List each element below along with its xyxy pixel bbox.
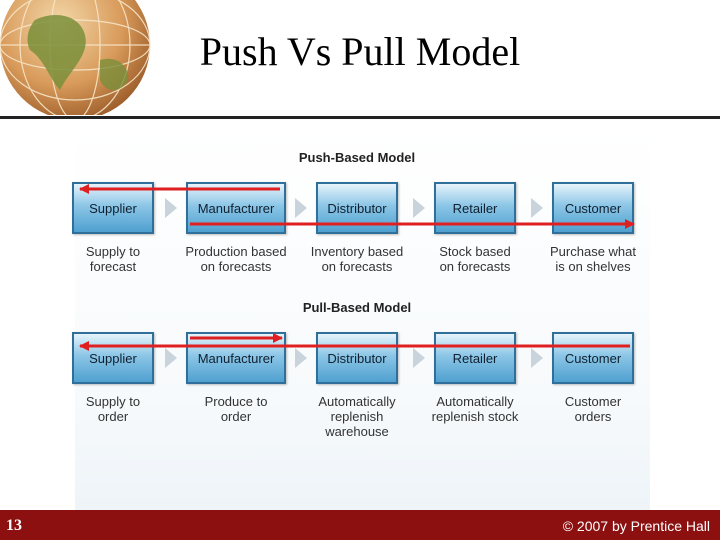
- push-stage-retailer: Retailer: [434, 182, 516, 234]
- chevron-right-icon: [413, 198, 425, 218]
- title-divider: [0, 116, 720, 119]
- globe-logo: [0, 0, 151, 115]
- push-stage-customer: Customer: [552, 182, 634, 234]
- chevron-right-icon: [165, 198, 177, 218]
- chevron-right-icon: [413, 348, 425, 368]
- chevron-right-icon: [295, 198, 307, 218]
- chevron-right-icon: [531, 198, 543, 218]
- pull-stage-manufacturer: Manufacturer: [186, 332, 286, 384]
- pull-heading: Pull-Based Model: [302, 300, 412, 315]
- chevron-right-icon: [531, 348, 543, 368]
- page-title: Push Vs Pull Model: [199, 29, 521, 74]
- pull-stage-distributor: Distributor: [316, 332, 398, 384]
- push-stage-manufacturer: Manufacturer: [186, 182, 286, 234]
- pull-stage-retailer: Retailer: [434, 332, 516, 384]
- slide-number: 13: [6, 517, 22, 534]
- copyright-text: © 2007 by Prentice Hall: [562, 518, 710, 534]
- push-stage-distributor: Distributor: [316, 182, 398, 234]
- chevron-right-icon: [165, 348, 177, 368]
- footer-bar: 13 © 2007 by Prentice Hall: [0, 510, 720, 540]
- pull-stage-supplier: Supplier: [72, 332, 154, 384]
- push-stage-supplier: Supplier: [72, 182, 154, 234]
- push-heading: Push-Based Model: [298, 150, 416, 165]
- chevron-right-icon: [295, 348, 307, 368]
- pull-stage-customer: Customer: [552, 332, 634, 384]
